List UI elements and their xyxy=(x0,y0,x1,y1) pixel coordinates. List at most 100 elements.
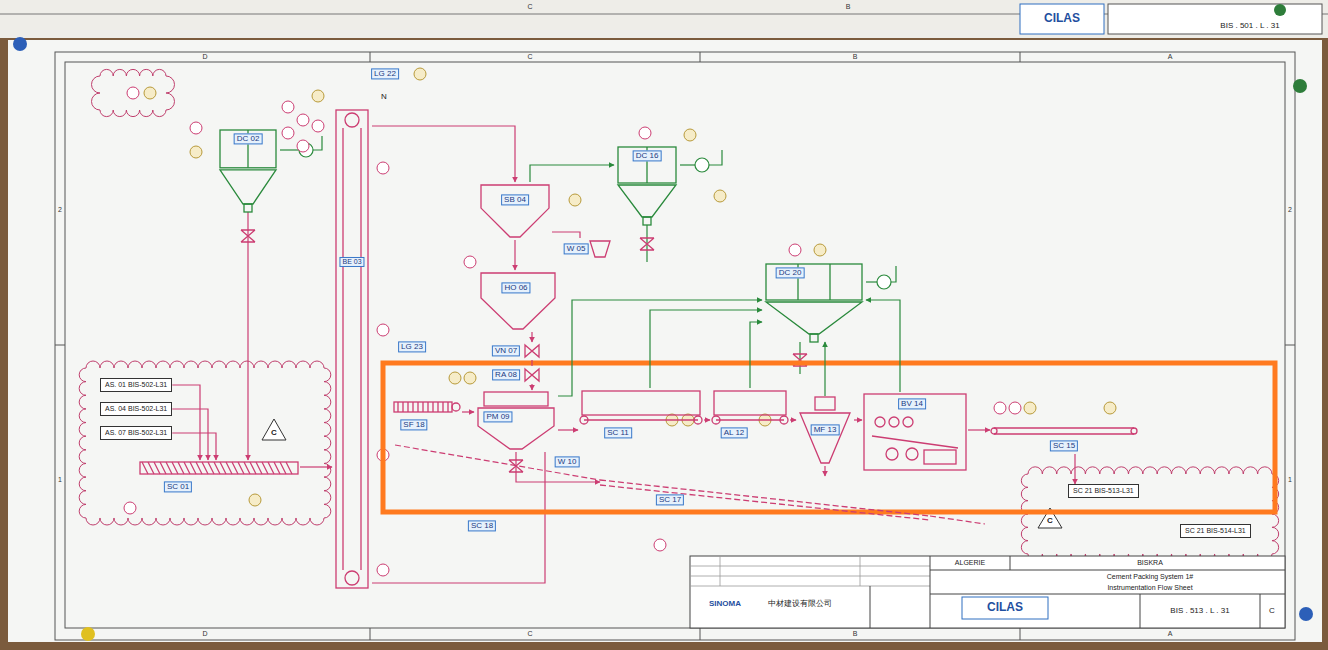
rotary-valve-symbol xyxy=(640,238,654,250)
equipment-part xyxy=(226,462,232,474)
fan-exhaust xyxy=(709,150,722,165)
instrument-bubble xyxy=(1009,402,1021,414)
title-rule xyxy=(1140,594,1141,628)
equipment-item: SF 18 xyxy=(392,398,462,434)
equipment-tag: BV 14 xyxy=(898,398,926,409)
equipment-item: SC 01 xyxy=(138,460,300,496)
equipment-part xyxy=(214,462,220,474)
material-line xyxy=(824,466,825,476)
reference-cloud xyxy=(79,361,331,525)
equipment-part xyxy=(336,110,368,588)
equipment-part xyxy=(766,302,862,334)
instrument-bubble xyxy=(297,140,309,152)
equipment-part xyxy=(342,128,343,570)
upper-title-box xyxy=(1108,4,1322,34)
pins xyxy=(13,4,1313,641)
revision-column xyxy=(720,556,721,586)
equipment-part xyxy=(432,402,433,412)
equipment-part xyxy=(694,416,702,424)
equipment-drawing xyxy=(864,394,966,470)
title-rule xyxy=(1260,594,1261,628)
air-duct xyxy=(530,165,614,182)
grid-tick xyxy=(1020,628,1021,640)
equipment-part xyxy=(481,185,549,237)
instrument-bubble xyxy=(789,244,801,256)
grid-reference: 2 xyxy=(58,206,62,214)
instrument-bubble xyxy=(190,122,202,134)
air-duct xyxy=(650,310,762,388)
revision-row xyxy=(690,566,930,567)
material-line xyxy=(300,466,332,467)
equipment-drawing xyxy=(590,241,610,257)
grid-reference: 1 xyxy=(1288,476,1292,484)
grid-reference: C xyxy=(527,53,532,61)
indicator-bubble xyxy=(190,146,202,158)
equipment-part xyxy=(452,403,460,411)
equipment-item: BV 14 xyxy=(862,392,968,472)
equipment-part xyxy=(924,450,956,464)
sheet-inner-border xyxy=(65,62,1285,628)
material-line xyxy=(247,212,248,460)
equipment-drawing xyxy=(525,369,539,381)
grid-reference: B xyxy=(853,53,858,61)
equipment-drawing xyxy=(336,110,368,588)
equipment-part xyxy=(166,462,172,474)
equipment-drawing xyxy=(525,345,539,357)
instrument-bubble xyxy=(124,502,136,514)
equipment-part xyxy=(172,462,178,474)
equipment-part xyxy=(618,147,676,183)
material-line xyxy=(790,419,796,420)
equipment-part xyxy=(274,462,280,474)
equipment-part xyxy=(250,462,256,474)
revision-rows xyxy=(690,556,930,586)
grid-reference: D xyxy=(202,630,207,638)
fan-symbol xyxy=(695,158,709,172)
material-line xyxy=(968,429,990,430)
indicator-bubble xyxy=(1024,402,1036,414)
grid-reference: A xyxy=(1168,630,1173,638)
equipment-part xyxy=(244,204,252,212)
equipment-part xyxy=(190,462,196,474)
title-rule xyxy=(1010,556,1011,570)
material-line xyxy=(172,409,208,460)
material-line xyxy=(854,419,862,420)
equipment-drawing xyxy=(712,391,788,424)
equipment-part xyxy=(220,130,276,168)
equipment-part xyxy=(712,416,720,424)
fan-duct xyxy=(680,164,695,165)
equipment-part xyxy=(262,462,268,474)
equipment-tag: W 05 xyxy=(564,243,589,254)
reference-box: SC 21 BIS-514-L31 xyxy=(1180,524,1251,538)
equipment-part xyxy=(232,462,238,474)
instrument-bubble xyxy=(377,162,389,174)
revision-column xyxy=(860,556,861,586)
reference-text: SC 21 BIS-513-L31 xyxy=(1073,487,1134,495)
indicator-bubble xyxy=(449,372,461,384)
reference-text: AS. 07 BIS-502-L31 xyxy=(105,429,167,437)
equipment-part xyxy=(160,462,166,474)
equipment-drawing xyxy=(766,264,862,342)
equipment-tag: PM 09 xyxy=(483,411,512,422)
equipment-part xyxy=(829,264,830,300)
equipment-drawing xyxy=(618,147,676,225)
equipment-part xyxy=(427,402,428,412)
equipment-part xyxy=(815,397,835,410)
grid-reference: 2 xyxy=(1288,206,1292,214)
instrument-bubble xyxy=(654,539,666,551)
rotary-valves xyxy=(241,230,807,472)
title-grid xyxy=(870,556,1285,628)
reference-cloud xyxy=(92,69,175,116)
equipment-part xyxy=(202,462,208,474)
equipment-part xyxy=(447,402,448,412)
equipment-part xyxy=(360,128,361,570)
instrument-bubble xyxy=(639,127,651,139)
equipment-part xyxy=(184,462,190,474)
reference-text: AS. 04 BIS-502-L31 xyxy=(105,405,167,413)
discharge-line xyxy=(799,342,800,374)
revision-row xyxy=(690,576,930,577)
instrument-tag: LG 23 xyxy=(398,341,426,352)
equipment-item: SB 04 xyxy=(478,182,552,240)
instrument-bubble xyxy=(377,324,389,336)
equipment-part xyxy=(142,462,148,474)
title-text: BISKRA xyxy=(1137,559,1163,567)
